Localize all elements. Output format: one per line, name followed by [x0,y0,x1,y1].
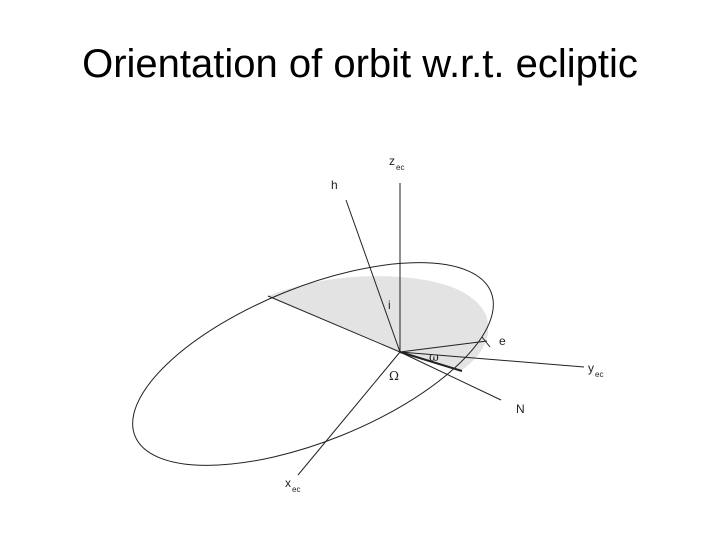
x-axis-subscript: ec [292,485,300,494]
shaded-inclination-region [268,276,489,370]
perihelion-marker [481,336,491,348]
N-label: N [516,402,525,416]
perihelion-line [399,340,488,353]
y-ec-axis [399,351,585,368]
orbit-ellipse [132,262,494,466]
z-axis-label: z [389,154,395,168]
z-axis-subscript: ec [396,163,404,172]
ascending-node-segment [399,351,463,372]
x-axis-label: x [285,476,291,490]
node-line [399,351,502,401]
y-axis-subscript: ec [595,370,603,379]
shaded-boundary-line [267,295,401,353]
e-label: e [499,334,506,348]
i-label: i [388,298,391,312]
slide-title: Orientation of orbit w.r.t. ecliptic [82,42,638,86]
x-ec-axis [297,351,401,476]
h-label: h [331,178,338,192]
y-axis-label: y [588,361,594,375]
Omega-big-label: Ω [389,369,399,383]
omega-small-label: ω [429,350,439,364]
h-vector [345,199,401,353]
